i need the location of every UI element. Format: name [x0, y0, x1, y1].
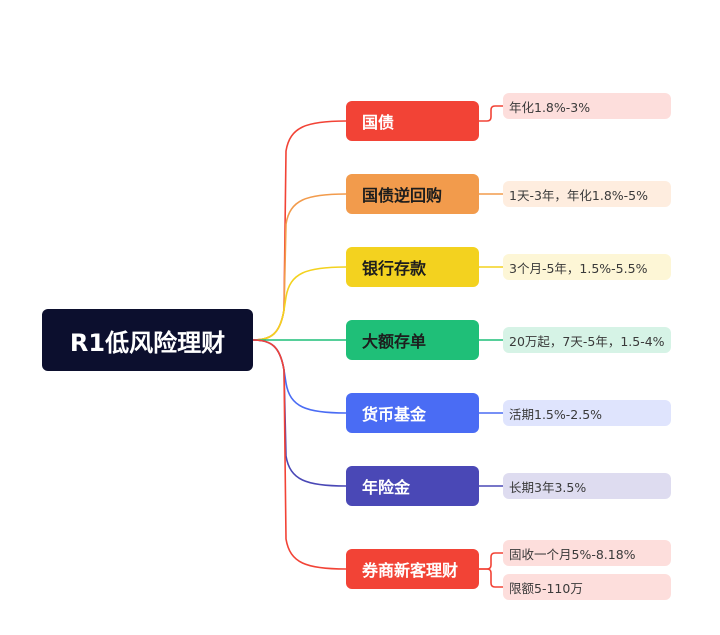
branch-label: 货币基金	[362, 405, 427, 424]
leaf-node: 长期3年3.5%	[503, 473, 671, 499]
connector-line	[479, 568, 503, 588]
branch-node-money-fund: 货币基金	[346, 393, 479, 433]
leaf-node: 20万起，7天-5年，1.5-4%	[503, 327, 671, 353]
branch-label: 券商新客理财	[362, 561, 459, 580]
leaf-node: 3个月-5年，1.5%-5.5%	[503, 254, 671, 280]
branch-node-guozhai: 国债	[346, 101, 479, 141]
branch-node-annuity: 年险金	[346, 466, 479, 506]
leaf-node: 固收一个月5%-8.18%	[503, 540, 671, 566]
connector-line	[479, 552, 503, 570]
connector-line	[252, 339, 347, 414]
leaf-node: 活期1.5%-2.5%	[503, 400, 671, 426]
branch-label: 银行存款	[362, 259, 427, 278]
branch-label: 国债	[362, 113, 395, 132]
connector-line	[479, 105, 503, 122]
leaf-node: 年化1.8%-3%	[503, 93, 671, 119]
connector-line	[252, 339, 347, 570]
root-label: R1低风险理财	[69, 328, 226, 357]
branch-node-large-cd: 大额存单	[346, 320, 479, 360]
leaf-node: 1天-3年，年化1.8%-5%	[503, 181, 671, 207]
branch-label: 年险金	[362, 478, 411, 497]
root-node: R1低风险理财	[42, 309, 253, 371]
branch-label: 大额存单	[362, 332, 427, 351]
connector-line	[252, 120, 347, 341]
connector-line	[252, 266, 347, 341]
branch-node-guozhai-nihuigou: 国债逆回购	[346, 174, 479, 214]
branch-node-broker-new-client: 券商新客理财	[346, 549, 479, 589]
leaf-node: 限额5-110万	[503, 574, 671, 600]
branch-label: 国债逆回购	[362, 186, 443, 205]
branch-node-bank-deposit: 银行存款	[346, 247, 479, 287]
